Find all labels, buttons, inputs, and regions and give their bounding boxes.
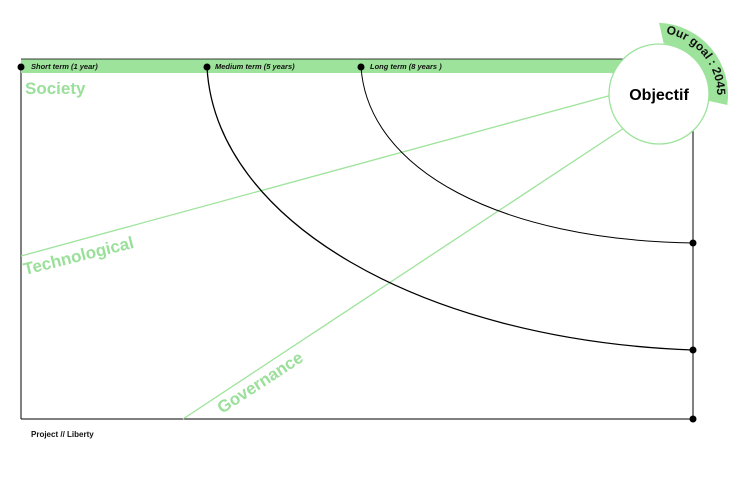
governance-label: Governance [214, 348, 307, 417]
short-term-label: Short term (1 year) [31, 62, 98, 71]
medium-term-end-dot [689, 346, 697, 354]
medium-term-dot [203, 63, 211, 71]
long-term-arc [360, 66, 694, 244]
long-term-dot [357, 63, 365, 71]
long-term-end-dot [689, 239, 697, 247]
objectif-circle [608, 43, 710, 145]
goal-arc-band [659, 22, 729, 105]
long-term-label: Long term (8 years ) [370, 62, 442, 71]
timeline-band [21, 59, 661, 73]
medium-term-arc [206, 66, 694, 351]
medium-term-label: Medium term (5 years) [215, 62, 295, 71]
short-term-dot [17, 63, 25, 71]
society-label: Society [25, 79, 86, 98]
objectif-label: Objectif [629, 87, 689, 104]
governance-axis-line [182, 127, 625, 420]
technological-axis-line [20, 94, 613, 257]
project-footer: Project // Liberty [31, 430, 94, 439]
short-term-end-dot [689, 415, 697, 423]
